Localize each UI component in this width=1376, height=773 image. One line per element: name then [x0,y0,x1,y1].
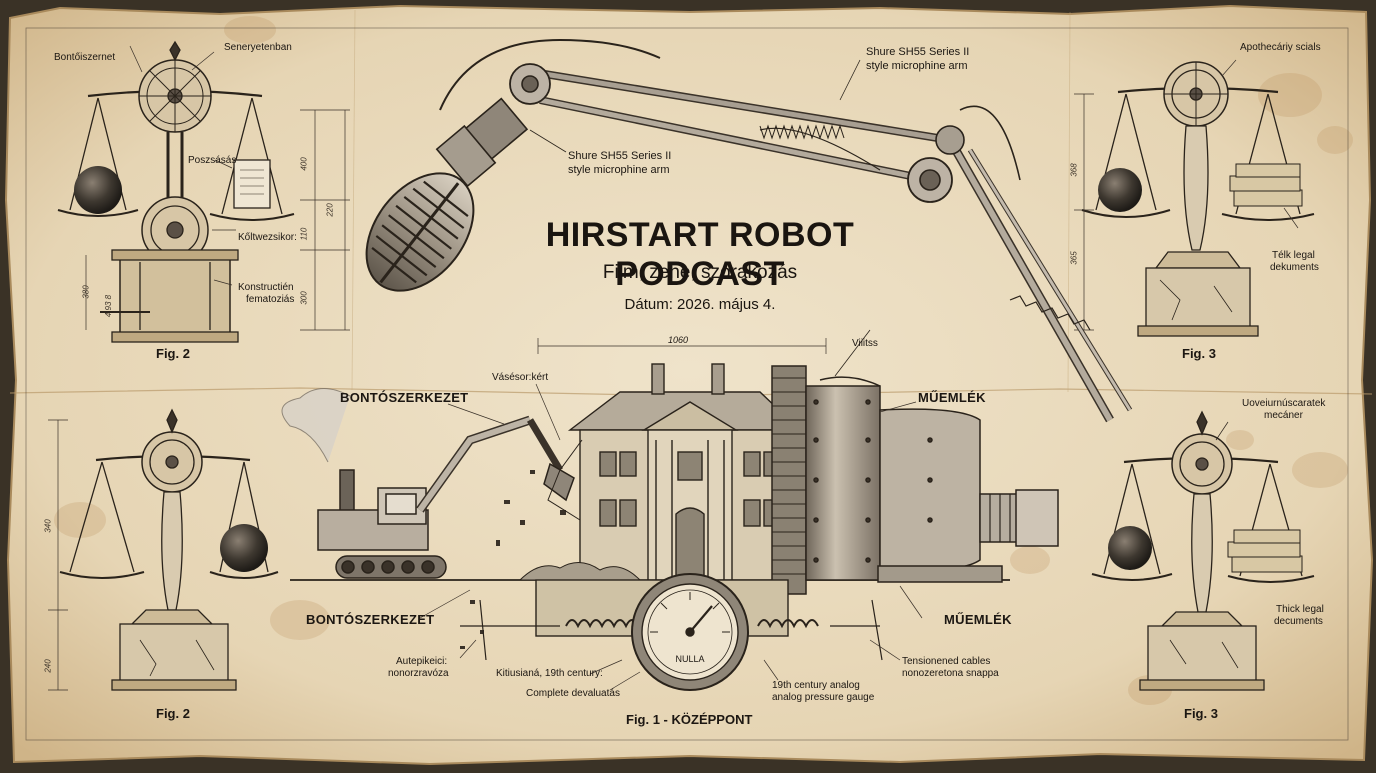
label-analog-1: 19th century analog [772,680,860,691]
label-konstruction-1: Konstructién [238,282,294,293]
top-right-dimensions [1074,59,1299,331]
dim-1060-label: 1060 [668,335,689,345]
gear-drum-assembly [771,329,1059,595]
top-left-dimensions [85,45,350,331]
bottom-left-ball-weight [220,524,268,572]
dim-110: 110 [299,227,309,241]
dim-340: 340 [43,519,53,533]
label-uoveiur-1: Uoveiurnúscaratek [1242,398,1326,409]
bottom-left-dimensions [48,419,68,691]
bottom-right-ball-weight [1108,526,1152,570]
bottom-left-scale [59,408,279,691]
label-autep-1: Autepikeici: [396,656,448,667]
top-left-ball-weight [74,166,122,214]
dim-220: 220 [325,203,335,217]
microphone-head [365,172,475,292]
label-bontoszerkezet-lower: BONTÓSZERKEZET [306,612,435,627]
dim-368: 368 [1069,163,1079,177]
figure-caption-top-right: Fig. 3 [1182,346,1216,361]
label-analog-2: analog pressure gauge [772,692,875,703]
label-uoveiur-2: mecáner [1264,410,1303,421]
label-konstruction-2: fematoziás [246,294,295,305]
label-telk-2: dekuments [1270,262,1319,273]
label-viiitss: Viiitss [852,338,878,349]
dim-400: 400 [299,157,309,171]
figure-caption-bottom-right: Fig. 3 [1184,706,1218,721]
label-kitiusiana: Kitiusianá, 19th century: [496,668,603,679]
podcast-subtitle: Film, zene, szórakozás [602,262,798,283]
dim-small: 4 93 8 [104,294,114,318]
label-bontoszernet: Bontőiszernet [54,52,116,63]
label-thick-1: Thick legal [1276,604,1324,615]
label-bontoszerkezet-upper: BONTÓSZERKEZET [340,390,469,405]
label-vasesor: Vásésor:kért [492,372,549,383]
rubble [518,562,642,581]
label-mic-arm-mid-1: Shure SH55 Series II [568,150,672,162]
excavator [281,388,575,579]
top-right-ball-weight [1098,168,1142,212]
inner-frame [25,27,1349,741]
figure-caption-top-left: Fig. 2 [156,346,190,361]
leader-lines [419,383,923,691]
label-koltwezsikor: Kőltwezsikor: [238,232,297,243]
label-telk-1: Télk legal [1272,250,1315,261]
mansion [547,363,802,581]
microphone-arm [435,38,1133,423]
label-cables-1: Tensionened cables [902,656,991,667]
bottom-right-scale [1091,410,1315,691]
label-muemlek-upper: MŰEMLÉK [918,390,986,405]
label-mic-arm-top-1: Shure SH55 Series II [866,46,970,58]
top-right-scale [1081,61,1315,337]
label-apothecary: Apothecáriy scials [1240,42,1321,53]
top-left-scale [57,40,295,343]
dim-365: 365 [1069,251,1079,265]
dim-240: 240 [43,659,53,673]
dim-1060 [537,338,827,354]
figure-caption-bottom-left: Fig. 2 [156,706,190,721]
gauge-label: NULLA [675,654,704,664]
label-thick-2: decuments [1274,616,1323,627]
label-mic-arm-top-2: style microphine arm [866,60,968,72]
label-poszasas: Poszsásás [188,155,237,166]
paper-fold-right [1067,11,1071,393]
label-complete-devaluation: Complete devaluatás [526,688,620,699]
label-mic-arm-mid-2: style microphine arm [568,164,670,176]
label-seneryetenban: Seneryetenban [224,42,292,53]
podcast-title: HIRSTART ROBOT PODCAST [545,216,855,293]
pressure-assembly [460,573,883,691]
label-muemlek-lower: MŰEMLÉK [944,612,1012,627]
figure-caption-center: Fig. 1 - KÖZÉPPONT [626,712,753,727]
dim-380: 380 [81,285,91,299]
label-autep-2: nonorzravóza [388,668,449,679]
dim-300: 300 [299,291,309,305]
podcast-date: Dátum: 2026. május 4. [624,296,776,313]
label-cables-2: nonozeretona snappa [902,668,999,679]
paper-fold-left [351,9,356,391]
